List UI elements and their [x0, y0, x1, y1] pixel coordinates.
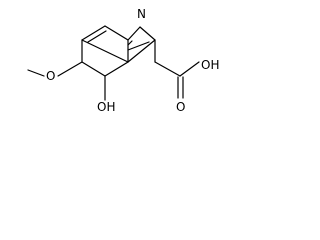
ring-double-bond-inner-1: [87, 30, 107, 43]
ring-bond-c3-c4: [81, 39, 129, 63]
methoxy-oxygen-label: O: [46, 69, 55, 83]
acid-hydroxyl-label: OH: [201, 58, 219, 72]
bond-c4-o: [57, 61, 83, 77]
hydroxyl-3-label: OH: [97, 100, 115, 114]
bond-carboxyl-oh: [179, 61, 200, 77]
ring-bond-c2-c3: [127, 39, 156, 63]
ring-bond-c4-c5: [81, 25, 106, 41]
ring-double-bond-inner-2: [127, 41, 150, 51]
ring-double-bond-inner-3: [127, 40, 133, 46]
bond-o-methyl: [27, 69, 45, 77]
ring-bond-lower-left: [81, 61, 106, 77]
chemical-structure-diagram: N O OH OH O: [27, 7, 219, 114]
bond-c2-carboxyl: [154, 61, 181, 77]
ring-bond-n1-c2: [139, 26, 156, 41]
ring-bond-lower-right: [104, 61, 129, 77]
ring-bond-c5-c6: [104, 25, 129, 41]
structure-canvas: N O OH OH O: [0, 0, 228, 132]
ring-bond-c6-n1: [127, 26, 141, 41]
nitrogen-label: N: [137, 7, 146, 21]
carbonyl-oxygen-label: O: [176, 100, 185, 114]
